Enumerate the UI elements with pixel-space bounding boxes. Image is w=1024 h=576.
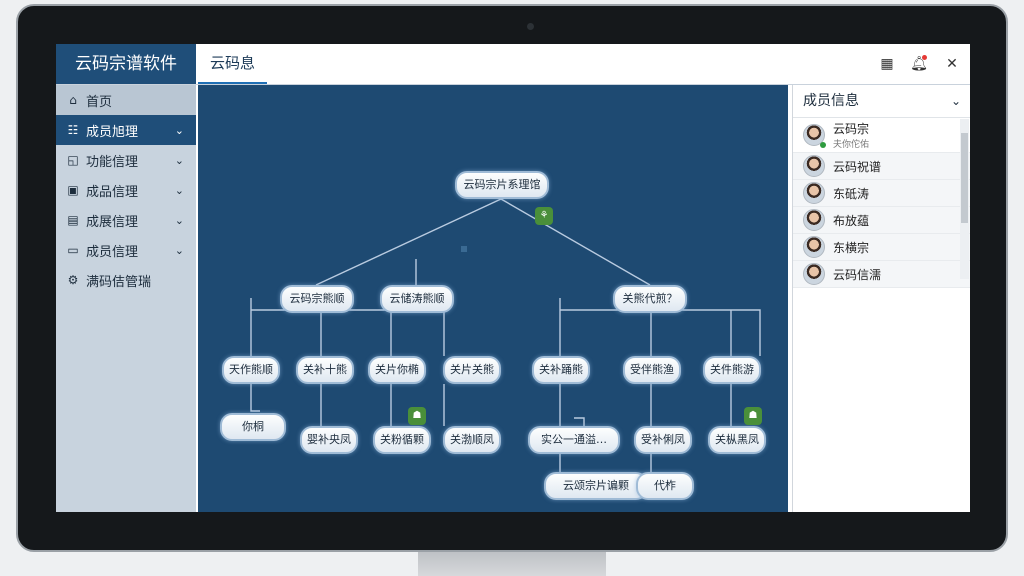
box-icon: ▣ <box>67 183 79 197</box>
member-item[interactable]: 云码信濡 <box>793 261 970 288</box>
member-name: 东砥涛 <box>833 186 870 201</box>
tree-node[interactable]: 关件熊游 <box>703 356 761 384</box>
sidebar-item-functions[interactable]: ◱ 功能信理 ⌄ <box>56 145 196 175</box>
sidebar-item-label: 成展信理 <box>86 214 139 230</box>
top-bar: 云码宗谱软件 云码息 ▦ 🔔︎ ✕ <box>56 44 970 85</box>
member-item[interactable]: 东砥涛 <box>793 180 970 207</box>
tree-node[interactable]: 受补俐凤 <box>634 426 692 454</box>
avatar <box>803 155 825 177</box>
chevron-down-icon: ⌄ <box>174 123 184 137</box>
sidebar-item-label: 成员旭理 <box>86 124 139 140</box>
chevron-down-icon: ⌄ <box>174 243 184 257</box>
tree-node[interactable]: 受伴熊渔 <box>623 356 681 384</box>
member-name: 东横宗 <box>833 240 870 255</box>
avatar <box>803 209 825 231</box>
chevron-down-icon: ⌄ <box>174 183 184 197</box>
close-icon[interactable]: ✕ <box>946 56 958 72</box>
sidebar-item-label: 首页 <box>86 94 113 110</box>
member-item[interactable]: 布放蕴 <box>793 207 970 234</box>
sidebar-item-products[interactable]: ▣ 成品信理 ⌄ <box>56 175 196 205</box>
tree-node[interactable]: 关粉循颗 <box>373 426 431 454</box>
app-window: 云码宗谱软件 云码息 ▦ 🔔︎ ✕ ⌂ 首页 ☷ 成员旭理 ⌄ ◱ 功能信理 ⌄… <box>56 44 970 512</box>
online-indicator <box>820 142 826 148</box>
avatar <box>803 263 825 285</box>
sidebar-item-label: 功能信理 <box>86 154 139 170</box>
home-icon: ⌂ <box>69 93 77 107</box>
member-name: 云码祝谱 <box>833 159 882 174</box>
scrollbar[interactable] <box>960 119 969 279</box>
tree-node[interactable]: 关渤顺凤 <box>443 426 501 454</box>
tab-active[interactable]: 云码息 <box>198 44 268 84</box>
sidebar-item-label: 成员信理 <box>86 244 139 260</box>
sidebar: ⌂ 首页 ☷ 成员旭理 ⌄ ◱ 功能信理 ⌄ ▣ 成品信理 ⌄ ▤ 成展信理 ⌄… <box>56 85 196 512</box>
member-panel: 成员信息 ⌄ 云码宗 夫你佗佑 云码祝谱 东砥涛 布放蕴 东横宗 <box>792 85 970 512</box>
chevron-down-icon: ⌄ <box>174 153 184 167</box>
tree-node[interactable]: 实公一通溢… <box>528 426 620 454</box>
bell-icon[interactable]: 🔔︎ <box>910 55 928 72</box>
person-group-icon[interactable]: ⚘ <box>535 207 553 225</box>
member-name: 云码宗 <box>833 122 870 136</box>
avatar <box>803 124 825 146</box>
camera-dot <box>527 23 534 30</box>
chevron-down-icon: ⌄ <box>950 94 961 108</box>
panel-title: 成员信息 <box>803 93 859 109</box>
family-tree-canvas[interactable]: 云码宗片系理馆 ⚘ 云码宗熊顺 云储涛熊顺 关熊代煎？ 天作熊顺 关补十熊 关片… <box>198 85 788 512</box>
sidebar-item-settings[interactable]: ⚙ 满码佶管瑞 <box>56 265 196 295</box>
avatar <box>803 182 825 204</box>
gear-icon: ⚙ <box>67 273 79 287</box>
tree-node[interactable]: 关片你椭 <box>368 356 426 384</box>
member-name: 布放蕴 <box>833 213 870 228</box>
tree-node[interactable]: 婴补央凤 <box>300 426 358 454</box>
tree-node[interactable]: 云储涛熊顺 <box>380 285 454 313</box>
member-item[interactable]: 云码祝谱 <box>793 153 970 180</box>
tree-node[interactable]: 云颂宗片谝颗 <box>544 472 648 500</box>
tree-node[interactable]: 关片关熊 <box>443 356 501 384</box>
tree-node[interactable]: 关枞黑凤 <box>708 426 766 454</box>
tree-node[interactable]: 你桐 <box>220 413 286 441</box>
grid-icon: ☷ <box>67 123 79 137</box>
avatar <box>803 236 825 258</box>
member-item[interactable]: 东横宗 <box>793 234 970 261</box>
member-item[interactable]: 云码宗 夫你佗佑 <box>793 118 970 153</box>
tree-node[interactable]: 关补十熊 <box>296 356 354 384</box>
tree-node[interactable]: 关补踊熊 <box>532 356 590 384</box>
person-icon[interactable]: ☗ <box>408 407 426 425</box>
marker <box>461 246 467 252</box>
chevron-down-icon: ⌄ <box>174 213 184 227</box>
calendar-icon: ▭ <box>67 243 79 257</box>
person-icon[interactable]: ☗ <box>744 407 762 425</box>
tree-node[interactable]: 关熊代煎？ <box>613 285 687 313</box>
grid-icon[interactable]: ▦ <box>880 56 894 72</box>
notification-dot <box>922 55 927 60</box>
member-name: 云码信濡 <box>833 267 882 282</box>
card-icon: ▤ <box>67 213 79 227</box>
sidebar-item-home[interactable]: ⌂ 首页 <box>56 85 196 115</box>
member-subtitle: 夫你佗佑 <box>833 140 870 150</box>
sidebar-item-label: 满码佶管瑞 <box>86 274 152 290</box>
tree-node-root[interactable]: 云码宗片系理馆 <box>455 171 549 199</box>
sidebar-item-label: 成品信理 <box>86 184 139 200</box>
sidebar-item-member-info[interactable]: ▭ 成员信理 ⌄ <box>56 235 196 265</box>
app-brand: 云码宗谱软件 <box>56 44 196 84</box>
sidebar-item-exhibits[interactable]: ▤ 成展信理 ⌄ <box>56 205 196 235</box>
panel-header[interactable]: 成员信息 ⌄ <box>793 85 970 118</box>
chart-icon: ◱ <box>67 153 79 167</box>
tree-node[interactable]: 云码宗熊顺 <box>280 285 354 313</box>
tree-node[interactable]: 天作熊顺 <box>222 356 280 384</box>
sidebar-item-members[interactable]: ☷ 成员旭理 ⌄ <box>56 115 196 145</box>
scrollbar-thumb[interactable] <box>961 133 968 223</box>
tree-node[interactable]: 代柞 <box>636 472 694 500</box>
